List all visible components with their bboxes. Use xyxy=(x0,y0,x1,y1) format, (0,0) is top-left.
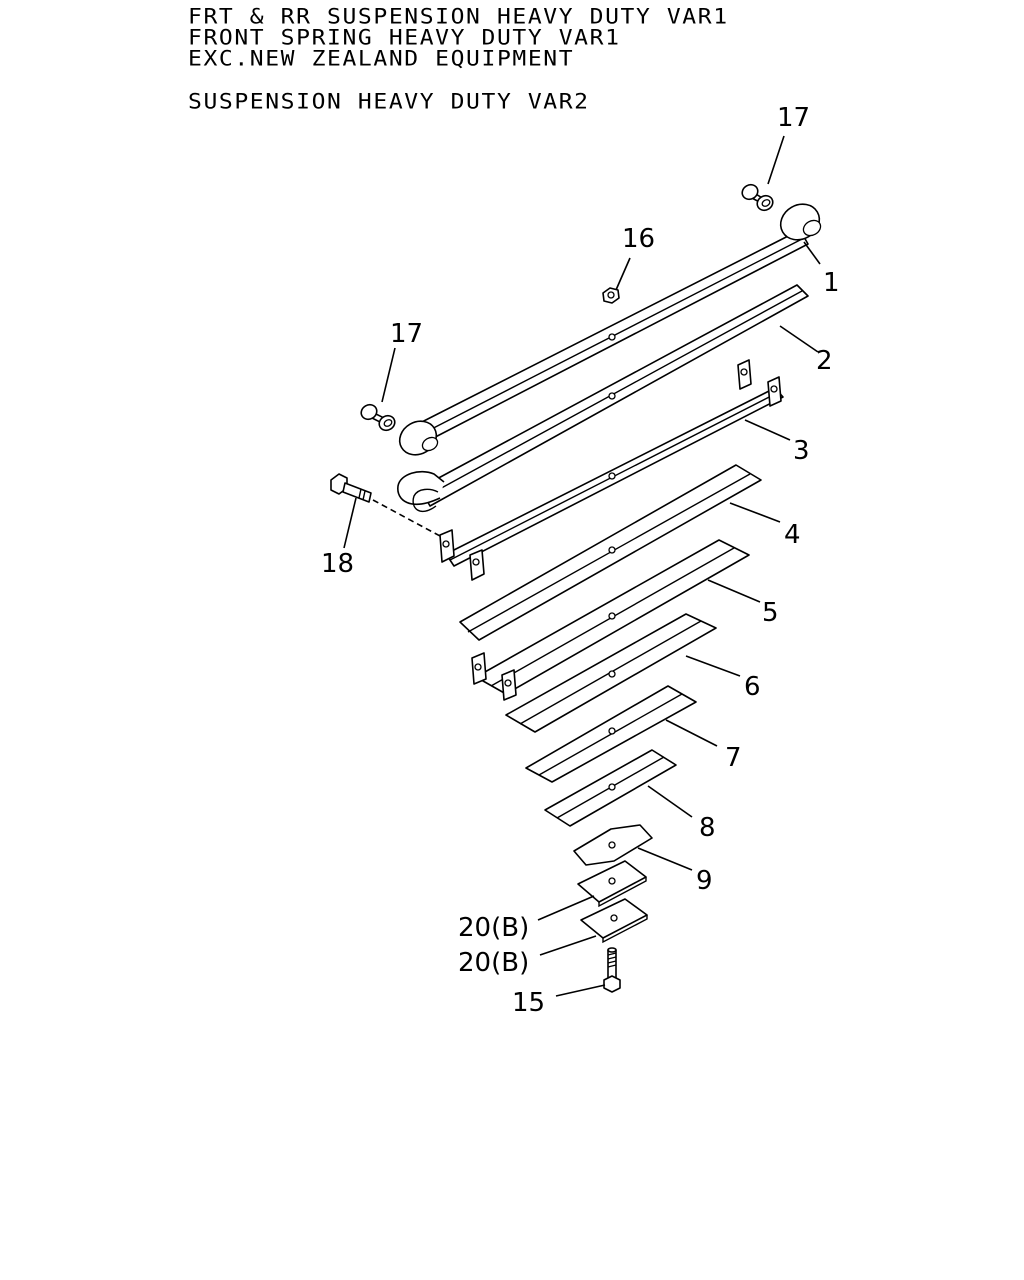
callout-labels: 17 16 1 2 17 3 4 18 5 6 7 8 9 20(B) 20(B… xyxy=(321,103,840,1018)
bushing-17-upper xyxy=(741,183,774,212)
bolt-18 xyxy=(330,473,372,503)
leaf-8 xyxy=(544,749,677,827)
leaf-6 xyxy=(505,613,717,733)
callout-6: 6 xyxy=(744,672,761,702)
leaf-3-clipped-leaf xyxy=(439,359,784,581)
callout-18: 18 xyxy=(321,549,354,579)
leaf-5-clipped-leaf xyxy=(471,539,750,701)
header-line-2: FRONT SPRING HEAVY DUTY VAR1 xyxy=(188,26,621,51)
callout-8: 8 xyxy=(699,813,716,843)
leaf-7 xyxy=(525,685,697,783)
leaf-4 xyxy=(459,464,762,641)
callout-15: 15 xyxy=(512,988,545,1018)
nut-16 xyxy=(602,287,620,304)
callout-2: 2 xyxy=(816,346,833,376)
leaf-2-second-leaf xyxy=(397,284,809,512)
callout-5: 5 xyxy=(762,598,779,628)
callout-4: 4 xyxy=(784,520,801,550)
center-bolt-15 xyxy=(603,947,621,993)
leaf-1-main-leaf xyxy=(398,203,822,456)
callout-1: 1 xyxy=(823,268,840,298)
pad-9 xyxy=(573,824,653,866)
callout-17-upper: 17 xyxy=(777,103,810,133)
callout-16: 16 xyxy=(622,224,655,254)
bushing-17-lower xyxy=(360,403,396,432)
header-line-1: FRT & RR SUSPENSION HEAVY DUTY VAR1 xyxy=(188,5,729,30)
callout-20b-upper: 20(B) xyxy=(458,913,529,943)
header-line-3: EXC.NEW ZEALAND EQUIPMENT xyxy=(188,47,575,72)
callout-20b-lower: 20(B) xyxy=(458,948,529,978)
leader-lines xyxy=(343,135,821,997)
callout-3: 3 xyxy=(793,436,810,466)
callout-7: 7 xyxy=(725,743,742,773)
callout-17-lower: 17 xyxy=(390,319,423,349)
shim-20b-lower xyxy=(580,898,648,944)
callout-9: 9 xyxy=(696,866,713,896)
header-line-4: SUSPENSION HEAVY DUTY VAR2 xyxy=(188,90,590,115)
